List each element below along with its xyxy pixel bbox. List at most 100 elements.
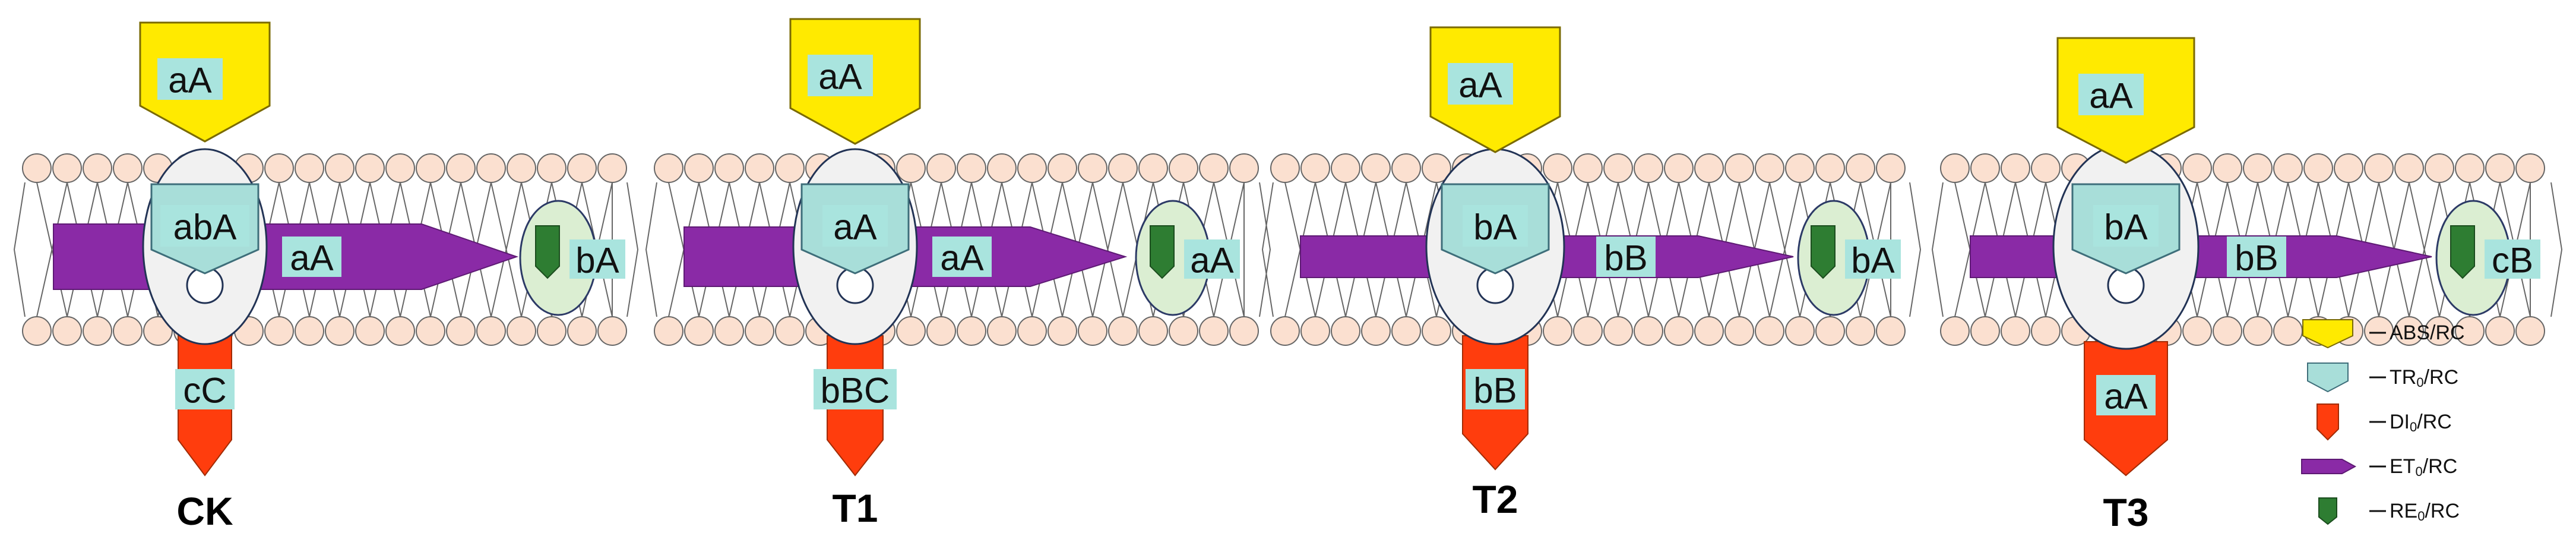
absorption-icon — [2302, 319, 2353, 349]
lipid-head — [597, 153, 627, 183]
lipid-head — [1970, 153, 2000, 183]
legend-label-main: TR — [2390, 366, 2416, 389]
abs-label-highlight — [2078, 74, 2144, 115]
legend-label-tail: /RC — [2417, 411, 2452, 433]
lipid-head — [2515, 153, 2545, 183]
reduction-icon — [2450, 225, 2475, 279]
legend-label-tail: /RC — [2424, 366, 2459, 389]
lipid-head — [1543, 316, 1572, 346]
lipid-head — [416, 316, 445, 346]
lipid-head — [745, 316, 774, 346]
legend-label-sub: 0 — [2416, 375, 2423, 390]
di-label: bBC — [821, 371, 890, 411]
lipid-head — [1634, 153, 1663, 183]
abs-label: aA — [818, 57, 862, 97]
panel-title: T2 — [1472, 477, 1518, 521]
lipid-head — [714, 153, 744, 183]
lipid-head — [385, 153, 415, 183]
re-label: aA — [1190, 241, 1233, 280]
lipid-head — [1724, 316, 1754, 346]
lipid-head — [1048, 316, 1077, 346]
legend-label: TR0/RC — [2390, 366, 2458, 390]
lipid-head — [1846, 316, 1875, 346]
lipid-head — [1694, 316, 1724, 346]
lipid-head — [1108, 153, 1138, 183]
et-label-highlight — [282, 237, 341, 277]
lipid-head — [1634, 316, 1663, 346]
lipid-head — [1573, 316, 1603, 346]
lipid-head — [1229, 153, 1259, 183]
lipid-head — [476, 153, 506, 183]
tr-label-highlight — [160, 205, 249, 247]
lipid-head — [1108, 316, 1138, 346]
legend-label: RE0/RC — [2390, 500, 2460, 524]
lipid-head — [1270, 153, 1300, 183]
lipid-head — [416, 153, 445, 183]
lipid-head — [2334, 153, 2363, 183]
di-label-highlight — [1466, 369, 1525, 409]
abs-label-highlight — [1448, 63, 1513, 105]
lipid-head — [2273, 153, 2303, 183]
reduction-icon — [535, 225, 560, 279]
lipid-head — [957, 153, 986, 183]
lipid-head — [654, 316, 683, 346]
lipid-head — [1603, 153, 1633, 183]
lipid-head — [52, 153, 82, 183]
panel-title: T3 — [2103, 490, 2148, 534]
lipid-head — [1138, 153, 1168, 183]
lipid-head — [1846, 153, 1875, 183]
lipid-head — [264, 316, 294, 346]
lipid-head — [2182, 153, 2212, 183]
lipid-head — [1573, 153, 1603, 183]
lipid-head — [2394, 316, 2424, 346]
di-label: aA — [2104, 377, 2147, 417]
lipid-head — [2213, 153, 2242, 183]
lipid-head — [654, 153, 683, 183]
lipid-head — [2031, 316, 2061, 346]
et-label: bB — [2235, 238, 2278, 278]
tr-label-highlight — [822, 205, 888, 247]
lipid-head — [1876, 153, 1906, 183]
trapping-icon — [2307, 362, 2349, 393]
lipid-head — [507, 316, 536, 346]
tr-label: aA — [833, 207, 876, 247]
legend-label-main: DI — [2390, 411, 2410, 433]
lipid-head — [2425, 153, 2454, 183]
lipid-head — [1270, 316, 1300, 346]
lipid-head — [52, 316, 82, 346]
lipid-head — [2364, 153, 2394, 183]
lipid-head — [1724, 153, 1754, 183]
lipid-head — [295, 153, 324, 183]
legend-label: ABS/RC — [2390, 321, 2465, 344]
abs-label-highlight — [157, 58, 223, 100]
lipid-head — [567, 153, 597, 183]
lipid-head — [355, 153, 385, 183]
lipid-head — [714, 316, 744, 346]
lipid-head — [2425, 316, 2454, 346]
lipid-head — [1331, 316, 1360, 346]
lipid-head — [325, 153, 355, 183]
tr-label: bA — [1473, 207, 1517, 247]
abs-label-highlight — [808, 55, 873, 96]
lipid-head — [1331, 153, 1360, 183]
lipid-head — [2485, 316, 2515, 346]
lipid-head — [2001, 153, 2030, 183]
et-label: aA — [940, 238, 983, 278]
lipid-head — [113, 316, 143, 346]
lipid-head — [957, 316, 986, 346]
et-label-highlight — [1596, 237, 1656, 277]
lipid-head — [1361, 153, 1391, 183]
abs-label: aA — [2089, 76, 2132, 116]
lipid-head — [1078, 153, 1107, 183]
lipid-head — [1785, 153, 1815, 183]
tr-label: abA — [173, 207, 237, 247]
legend-label-sub: 0 — [2415, 464, 2422, 479]
lipid-head — [1664, 153, 1694, 183]
lipid-head — [507, 153, 536, 183]
lipid-head — [1940, 153, 1970, 183]
lipid-head — [1664, 316, 1694, 346]
